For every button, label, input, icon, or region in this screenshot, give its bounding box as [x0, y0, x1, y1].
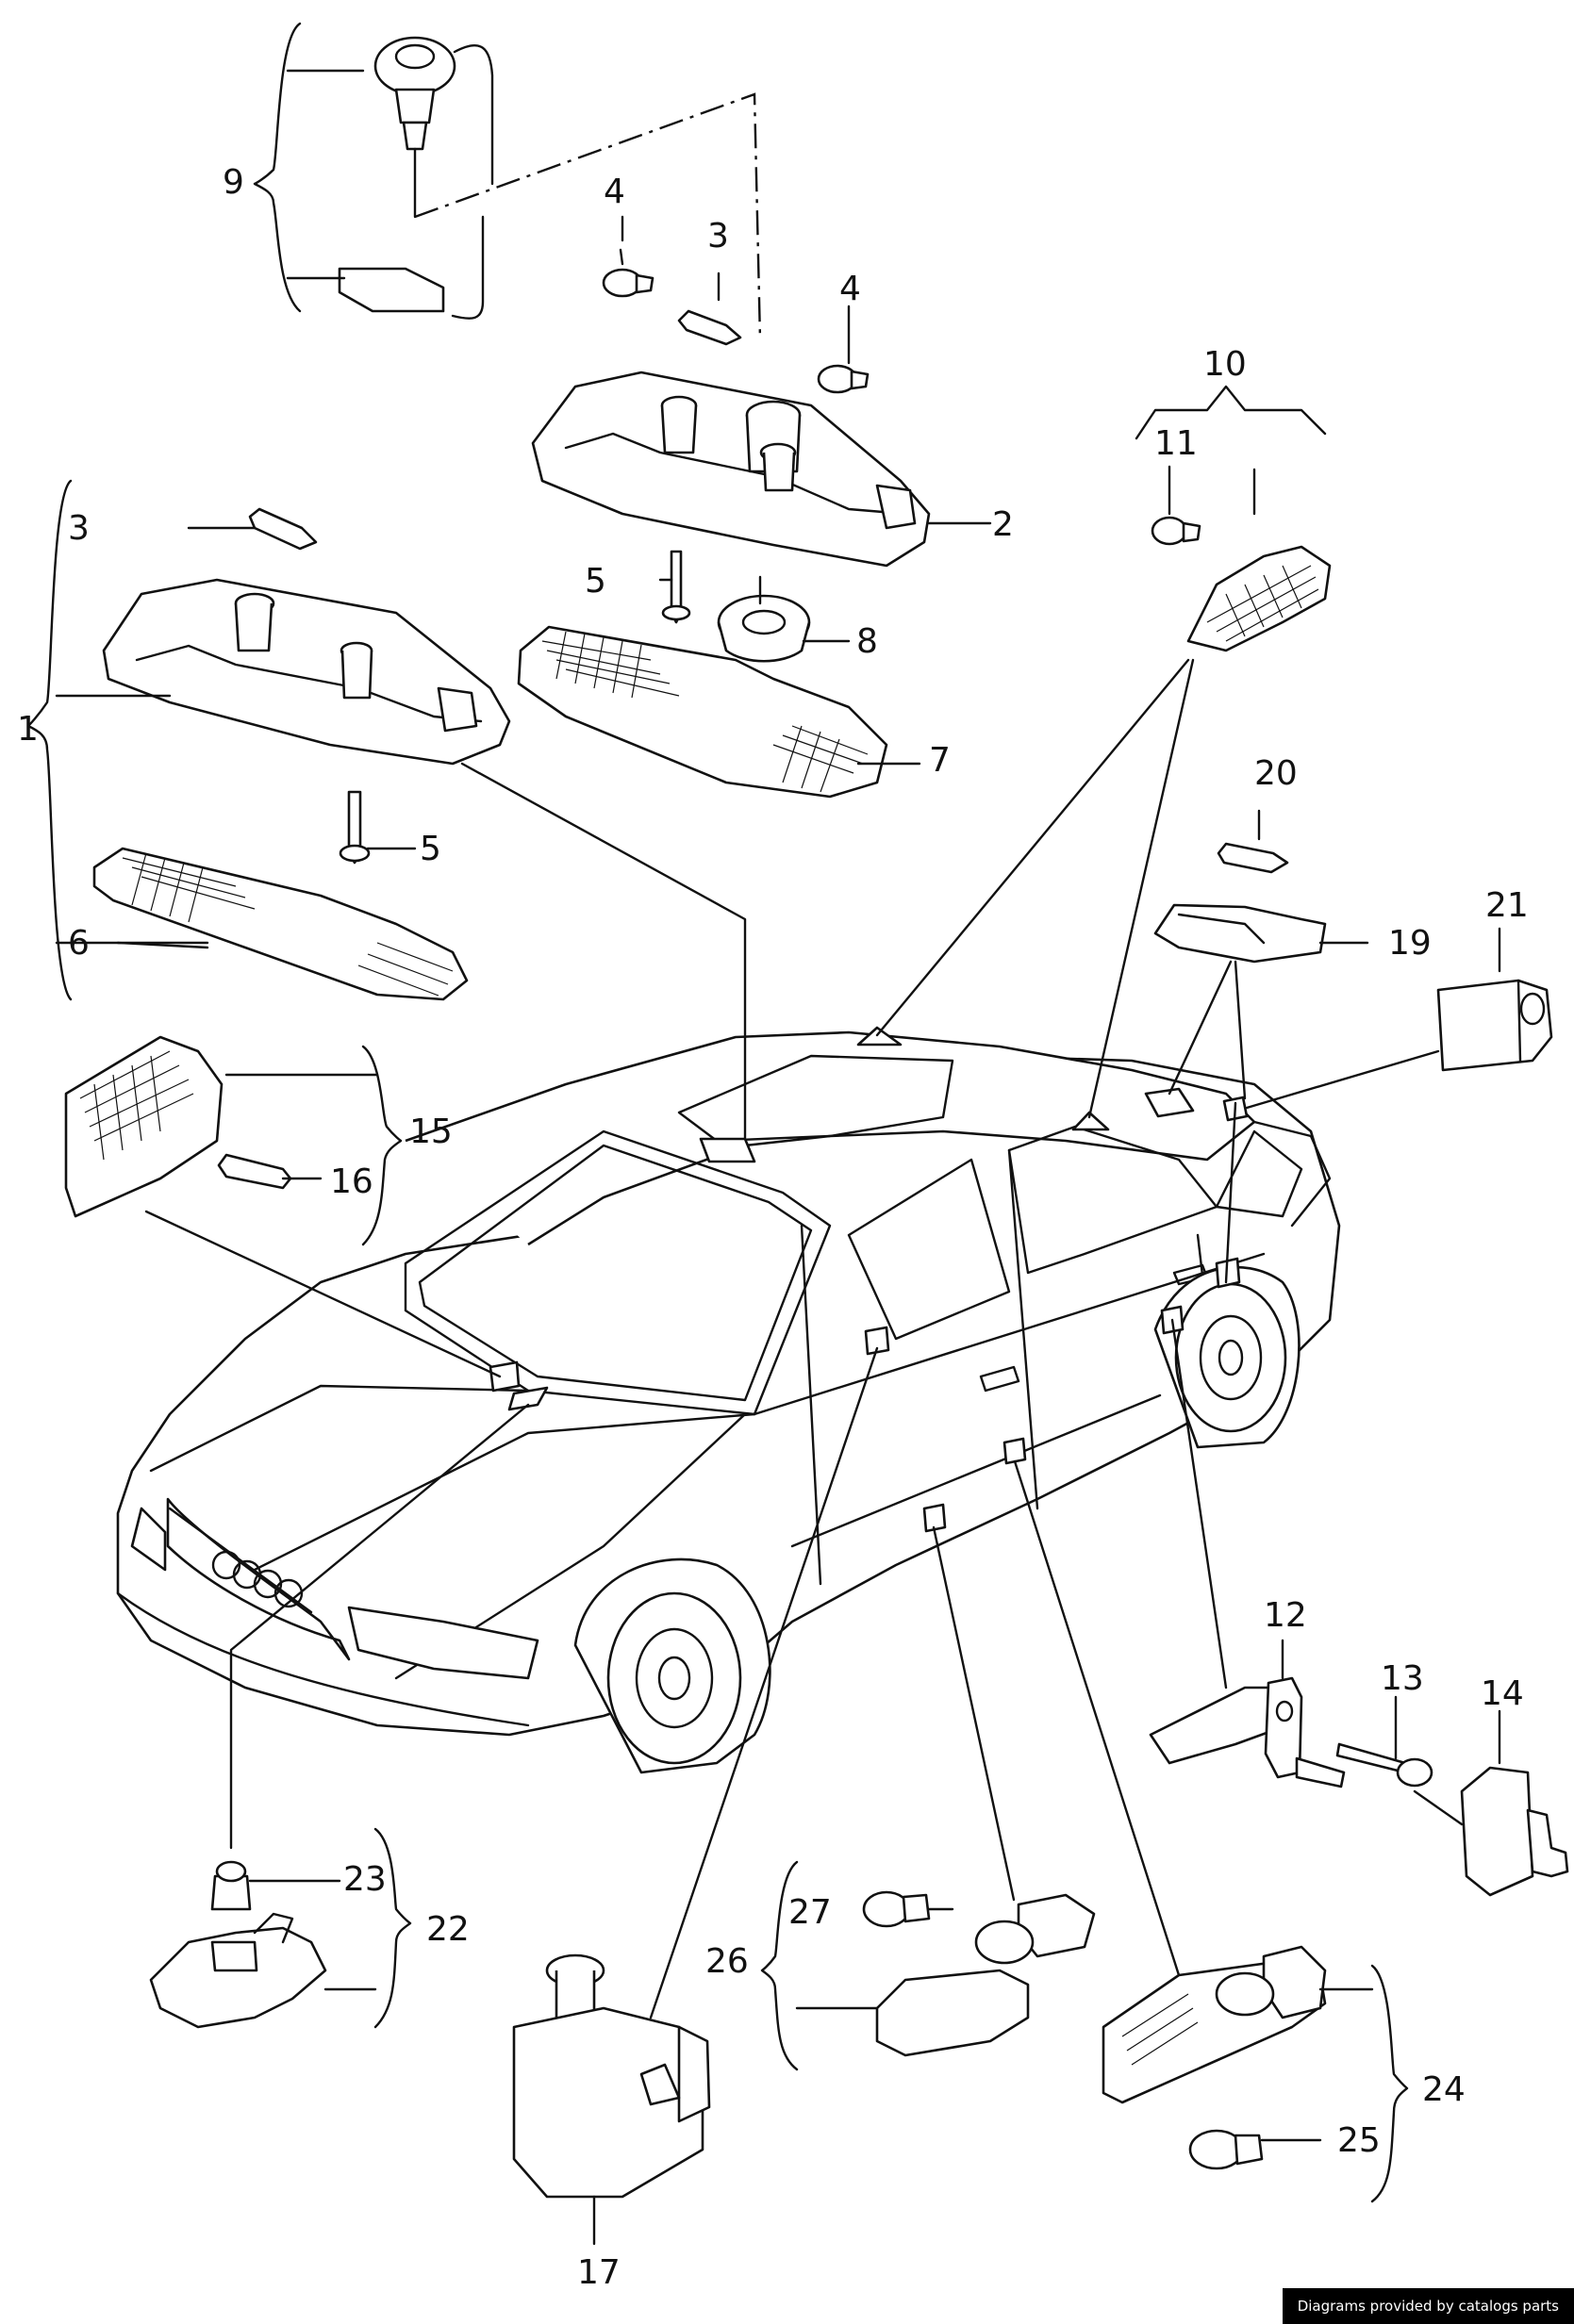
- part-5-screw-lower: [339, 790, 371, 865]
- part-19-housing: [1153, 903, 1327, 964]
- callout-19: 19: [1388, 924, 1432, 963]
- callout-4-right: 4: [839, 270, 861, 308]
- callout-17: 17: [577, 2253, 621, 2292]
- part-1-housing: [102, 578, 511, 766]
- part-14-cap: [1460, 1766, 1569, 1897]
- callout-21: 21: [1485, 886, 1529, 925]
- part-6-lens: [92, 847, 469, 1001]
- callout-3-top: 3: [707, 217, 729, 255]
- bracket-22: [373, 1827, 412, 2029]
- leader-9-dash: [414, 92, 762, 340]
- part-10-lamp: [1186, 545, 1332, 652]
- callout-5-upper: 5: [585, 562, 606, 601]
- part-22-lamp: [149, 1912, 327, 2029]
- callout-5-lower: 5: [420, 830, 441, 868]
- part-24-lamp: [1102, 1945, 1327, 2104]
- callout-labels: 1 2 3 3 4 4 5 5 6 7 8 9 10 11 12 13 14 1…: [17, 163, 1529, 2292]
- part-12-switch: [1149, 1676, 1346, 1788]
- part-23-bulb: [210, 1860, 252, 1911]
- part-3-bulb-left: [248, 507, 318, 551]
- location-markers: [489, 1026, 1249, 1533]
- part-13-screw: [1335, 1742, 1433, 1788]
- callout-6: 6: [68, 924, 90, 963]
- callout-1: 1: [17, 710, 39, 749]
- part-7-lens: [517, 625, 888, 799]
- part-2-housing: [531, 371, 931, 568]
- bracket-15: [361, 1045, 403, 1246]
- callout-12: 12: [1264, 1596, 1307, 1635]
- leader-lines: [116, 215, 1501, 2246]
- callout-3-left: 3: [68, 509, 90, 548]
- watermark-credit: Diagrams provided by catalogs parts: [1282, 2288, 1574, 2324]
- callout-10: 10: [1203, 345, 1247, 384]
- part-11-bulb: [1151, 516, 1201, 546]
- callout-4-left: 4: [604, 173, 625, 211]
- callout-22: 22: [426, 1910, 470, 1949]
- part-21-module: [1436, 979, 1553, 1072]
- callout-2: 2: [992, 505, 1014, 544]
- part-27-bulb: [862, 1890, 931, 1928]
- part-8-socket: [717, 575, 811, 663]
- part-26-lamp: [875, 1893, 1096, 2057]
- callout-23: 23: [343, 1860, 387, 1899]
- bracket-1: [26, 479, 73, 1001]
- callout-25: 25: [1337, 2121, 1381, 2160]
- bracket-10: [1135, 385, 1327, 440]
- part-25-bulb: [1188, 2129, 1264, 2170]
- bracket-9: [253, 22, 302, 313]
- callout-27: 27: [788, 1893, 832, 1932]
- part-17-switch: [512, 1953, 711, 2199]
- callout-8: 8: [856, 622, 878, 661]
- bracket-24: [1370, 1964, 1409, 2203]
- bracket-26: [760, 1860, 799, 2071]
- part-16-bulb: [217, 1153, 292, 1190]
- callout-11: 11: [1154, 424, 1198, 463]
- car-illustration: [116, 1030, 1341, 1774]
- part-20-bulb: [1217, 842, 1289, 874]
- callout-20: 20: [1254, 754, 1298, 793]
- callout-15: 15: [409, 1113, 453, 1151]
- callout-26: 26: [705, 1942, 749, 1981]
- callout-14: 14: [1481, 1674, 1524, 1713]
- callout-9: 9: [223, 163, 244, 202]
- callout-24: 24: [1422, 2070, 1466, 2109]
- callout-7: 7: [929, 741, 951, 780]
- part-4-bulb-left: [602, 268, 654, 298]
- part-5-screw-upper: [661, 550, 691, 624]
- part-4-bulb-right: [817, 364, 870, 394]
- part-3-bulb-top: [677, 309, 742, 346]
- callout-16: 16: [330, 1162, 373, 1201]
- callout-13: 13: [1381, 1659, 1424, 1698]
- part-9-switch: [338, 36, 494, 320]
- part-15-lamp: [64, 1035, 224, 1218]
